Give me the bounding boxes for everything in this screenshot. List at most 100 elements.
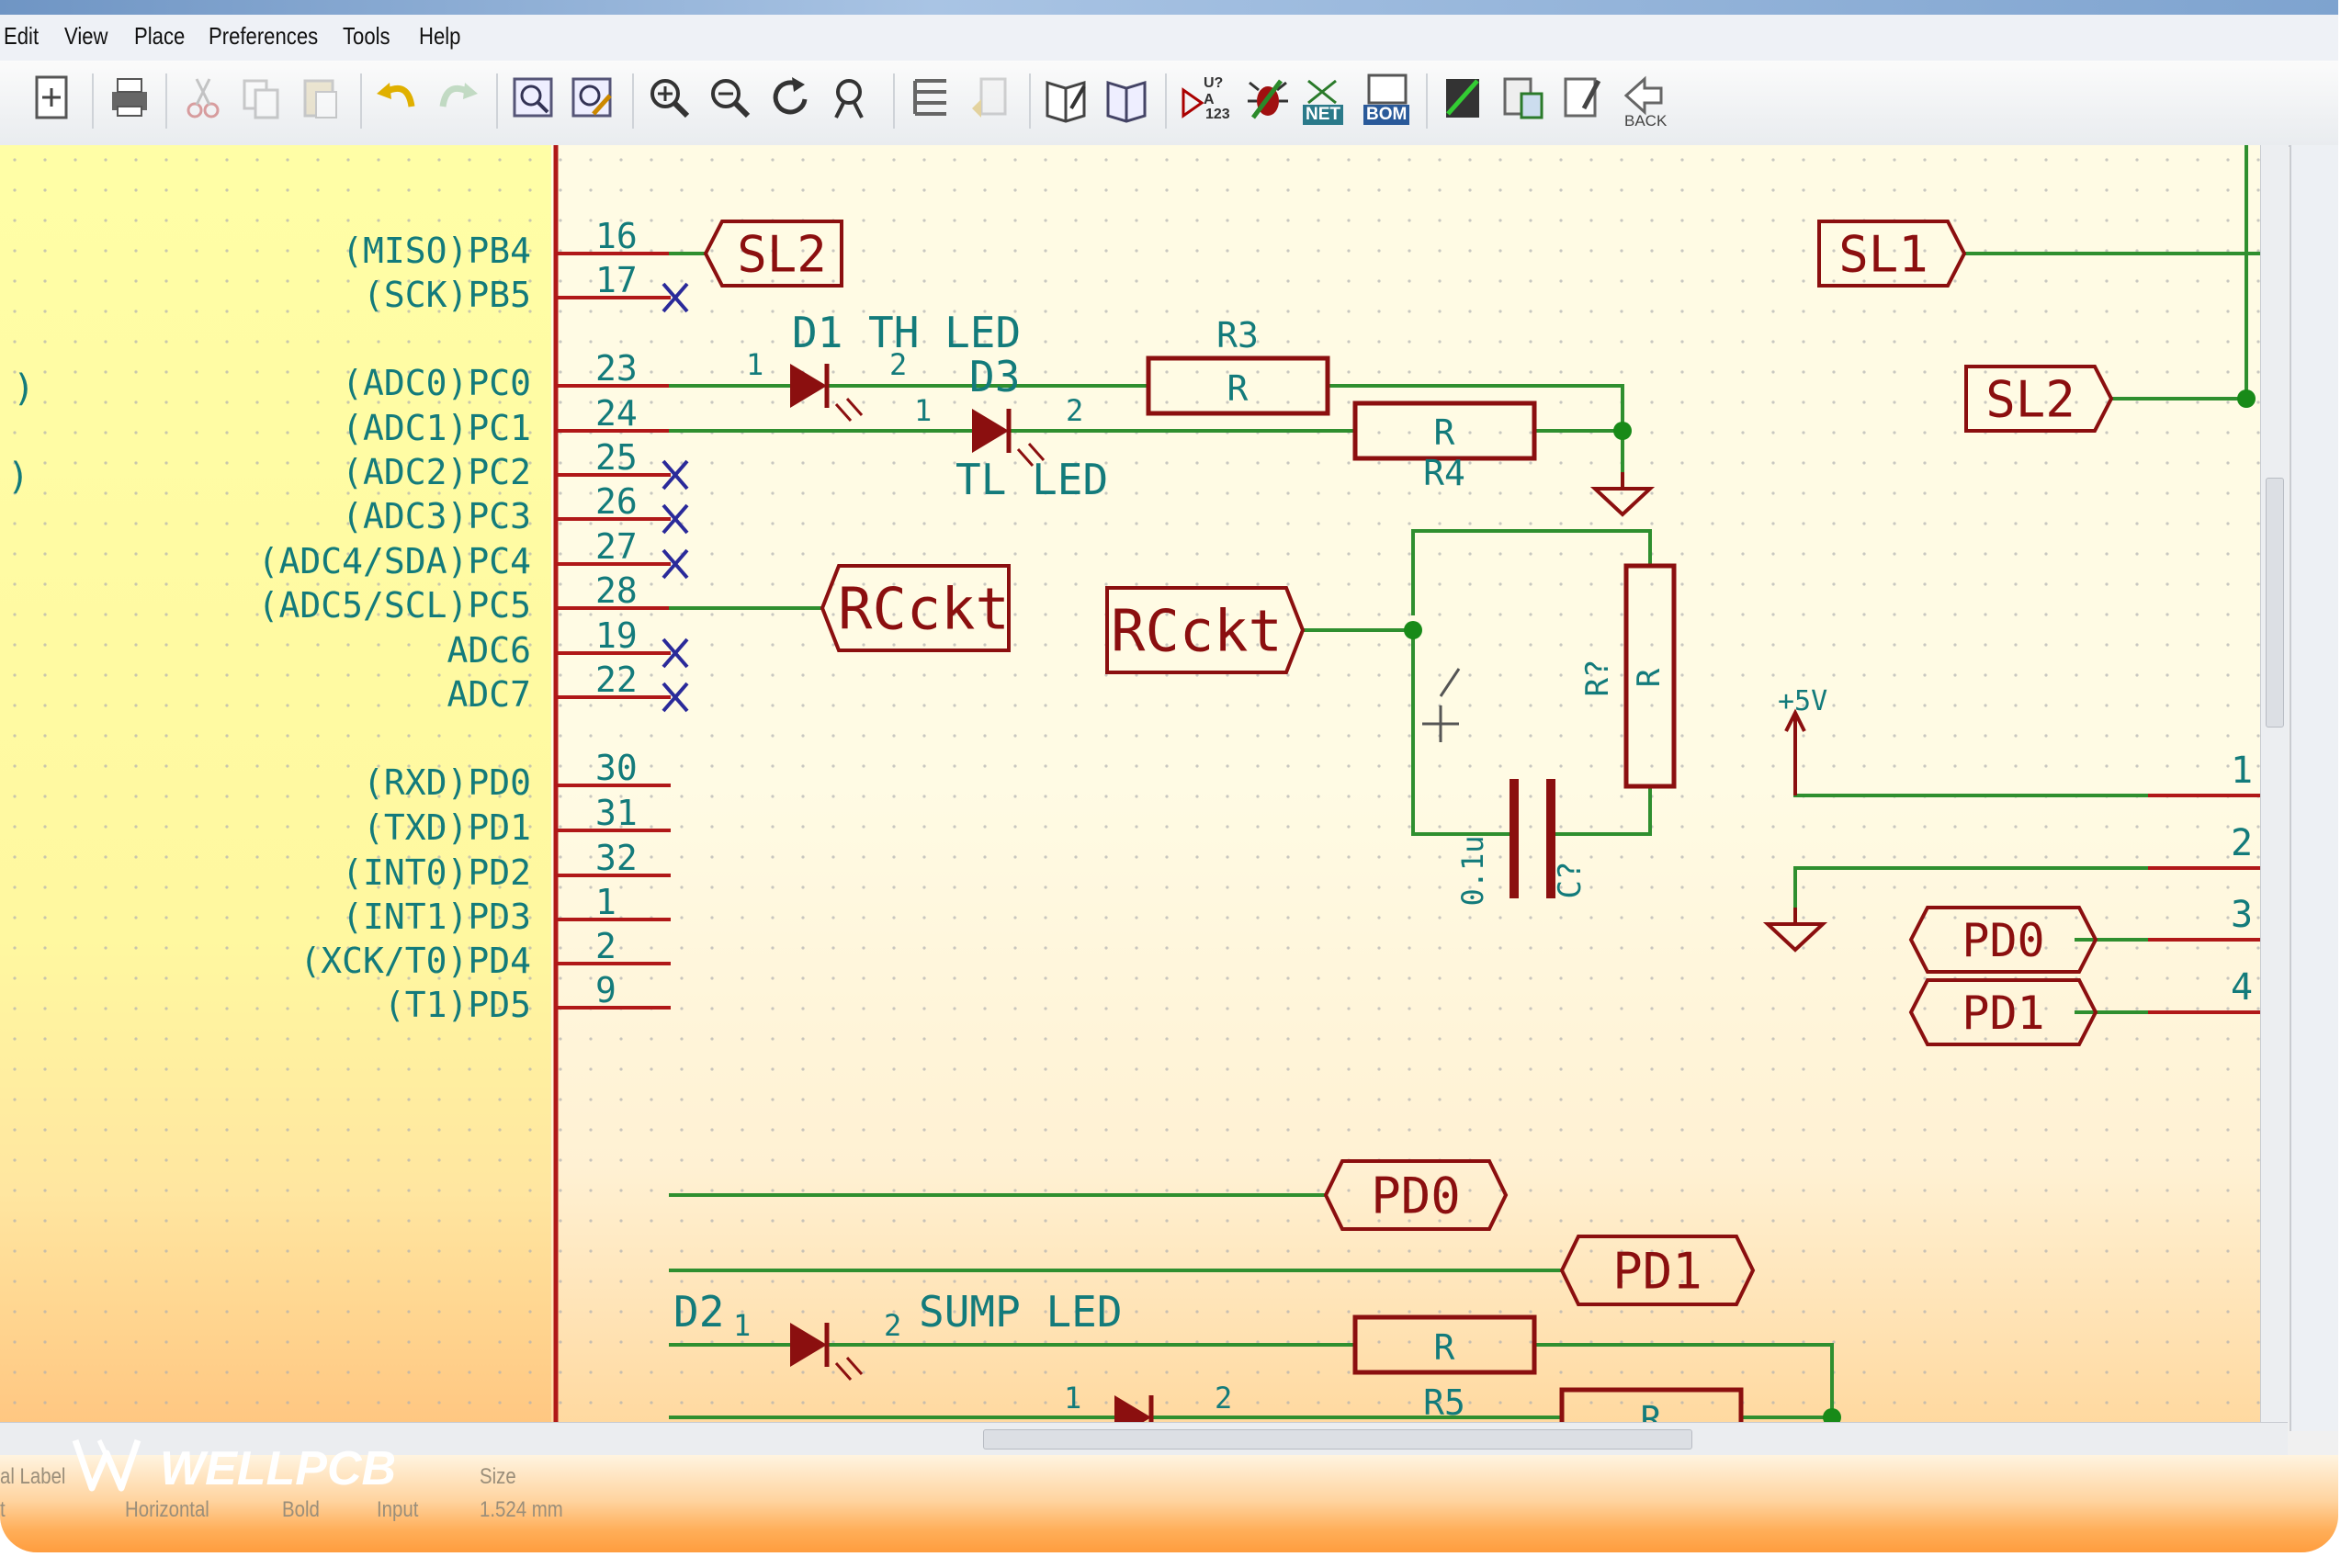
- vertical-scrollbar[interactable]: [2260, 145, 2289, 1422]
- global-label-sl2-right: [1964, 365, 2114, 433]
- global-label-sl2-text: SL2: [737, 225, 827, 283]
- r5-value: R: [1434, 1327, 1455, 1368]
- global-label-pd1-text: PD1: [1612, 1242, 1702, 1300]
- menu-tools[interactable]: Tools: [343, 22, 390, 50]
- global-label-pd1: [1559, 1235, 1756, 1306]
- pin-number: 24: [595, 393, 638, 434]
- d2-pin2: 2: [884, 1308, 901, 1343]
- wellpcb-logo-mark: [72, 1438, 141, 1492]
- netlist-label: NET: [1303, 105, 1343, 125]
- d1-ref: D1: [792, 308, 842, 357]
- leave-sheet-icon[interactable]: [965, 72, 1018, 125]
- pin-number: 23: [595, 348, 638, 389]
- resistor-r6: [1559, 1387, 1744, 1422]
- right-tool-palette: A A AD D: [2290, 145, 2338, 1431]
- back-icon[interactable]: BACK: [1619, 72, 1672, 130]
- hierarchy-navigator-icon[interactable]: [904, 72, 957, 125]
- vertical-scroll-thumb[interactable]: [2266, 478, 2284, 728]
- zoom-out-icon[interactable]: [704, 72, 757, 125]
- rq-ref: R?: [1579, 660, 1616, 697]
- no-connect-marker: [662, 459, 689, 491]
- global-label-rckt-right-text: RCckt: [1111, 597, 1283, 664]
- cvpcb-icon[interactable]: [1437, 72, 1490, 125]
- new-sheet-icon[interactable]: [26, 72, 79, 125]
- zoom-in-icon[interactable]: [643, 72, 696, 125]
- resistor-r5: [1352, 1314, 1537, 1375]
- find-icon[interactable]: [507, 72, 560, 125]
- r5-ref: R5: [1423, 1382, 1465, 1422]
- global-label-rckt-left: [820, 564, 1011, 652]
- global-label-pd0-right: [1908, 906, 2098, 974]
- library-editor-icon[interactable]: [1040, 72, 1093, 125]
- pin-number: 19: [595, 615, 638, 656]
- connector-pin-number: 1: [2231, 750, 2253, 792]
- pin-name: (T1)PD5: [384, 985, 531, 1025]
- wellpcb-watermark: WELLPCB: [72, 1438, 396, 1495]
- zoom-fit-icon[interactable]: [825, 72, 878, 125]
- connector-pin-number: 2: [2231, 822, 2253, 864]
- junction-dot: [1823, 1408, 1841, 1422]
- resistor-r3: [1146, 355, 1330, 416]
- junction-dot: [1613, 422, 1632, 440]
- global-label-pd1-right: [1908, 978, 2098, 1046]
- plus5v-label-1: +5V: [1778, 685, 1827, 717]
- print-icon[interactable]: [103, 72, 156, 125]
- pin-number: 30: [595, 748, 638, 788]
- pin-number: 25: [595, 437, 638, 478]
- ground-symbol: [1589, 472, 1656, 517]
- status-size-value: 1.524 mm: [480, 1497, 563, 1522]
- library-browser-icon[interactable]: [1101, 72, 1154, 125]
- menu-help[interactable]: Help: [419, 22, 461, 50]
- paste-icon[interactable]: [294, 72, 347, 125]
- pin-number: 17: [595, 260, 638, 300]
- menu-preferences[interactable]: Preferences: [209, 22, 319, 50]
- erc-icon[interactable]: [1240, 72, 1294, 125]
- redraw-icon[interactable]: [764, 72, 818, 125]
- netlist-icon[interactable]: NET: [1301, 72, 1354, 125]
- annotate-sub-label: 123: [1205, 107, 1230, 122]
- pin-name: (ADC2)PC2: [342, 452, 531, 492]
- pin-name: (XCK/T0)PD4: [300, 941, 531, 981]
- no-connect-marker: [662, 282, 689, 313]
- pin-name: (RXD)PD0: [363, 762, 531, 803]
- pin-name: ADC7: [447, 674, 531, 715]
- no-connect-marker: [662, 548, 689, 580]
- d1-pin2: 2: [889, 347, 907, 382]
- find-replace-icon[interactable]: [566, 72, 619, 125]
- pin-number: 1: [595, 882, 616, 922]
- status-orientation-value: Horizontal: [125, 1497, 209, 1522]
- undo-icon[interactable]: [371, 72, 424, 125]
- annotate-label: U?A: [1204, 75, 1224, 107]
- copy-icon[interactable]: [235, 72, 288, 125]
- global-label-rckt-left-text: RCckt: [838, 575, 1010, 642]
- bom-icon[interactable]: BOM: [1362, 72, 1415, 125]
- menu-edit[interactable]: Edit: [4, 22, 40, 50]
- redo-icon[interactable]: [430, 72, 483, 125]
- pin-name: (ADC0)PC0: [342, 363, 531, 403]
- left-fragment: ): [7, 456, 29, 498]
- global-label-sl1: [1817, 220, 1967, 288]
- back-label: BACK: [1624, 112, 1668, 130]
- cut-icon[interactable]: [176, 72, 230, 125]
- global-label-sl2-right-text: SL2: [1985, 370, 2075, 428]
- pin-name: (ADC4/SDA)PC4: [258, 541, 531, 581]
- status-bar: al Label t Horizontal Bold Input Size 1.…: [0, 1455, 2338, 1552]
- menu-view[interactable]: View: [64, 22, 108, 50]
- pin-number: 9: [595, 970, 616, 1010]
- d4-pin2: 2: [1215, 1381, 1232, 1416]
- no-connect-marker: [662, 503, 689, 535]
- menu-bar: Edit View Place Preferences Tools Help: [0, 15, 2338, 62]
- pcbnew-icon[interactable]: [1498, 72, 1551, 125]
- d3-pin1: 1: [914, 393, 932, 428]
- pin-number: 27: [595, 526, 638, 567]
- import-footprint-icon[interactable]: [1558, 72, 1611, 125]
- horizontal-scroll-thumb[interactable]: [983, 1429, 1692, 1450]
- pin-number: 26: [595, 481, 638, 522]
- global-label-rckt-right: [1105, 586, 1306, 674]
- pin-name: (ADC3)PC3: [342, 496, 531, 536]
- menu-place[interactable]: Place: [134, 22, 186, 50]
